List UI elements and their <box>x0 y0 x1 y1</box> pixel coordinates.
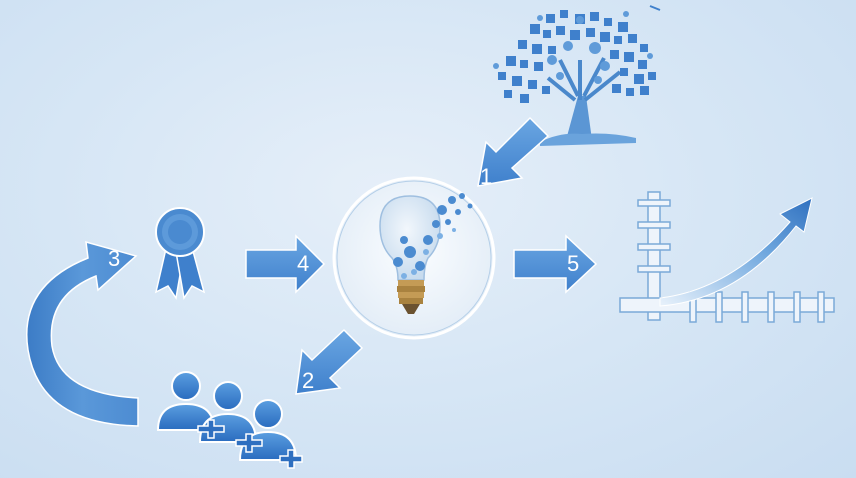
growth-chart-icon <box>619 191 835 323</box>
people-group-icon <box>156 371 303 469</box>
network-tree-icon <box>493 5 661 146</box>
step-3-number: 3 <box>108 246 120 271</box>
arrow-step-1: 1 <box>477 116 550 189</box>
lightbulb-gears-icon <box>332 176 496 340</box>
arrow-step-2: 2 <box>295 328 364 395</box>
arrow-step-5: 5 <box>513 234 598 294</box>
step-5-number: 5 <box>567 251 579 276</box>
arrow-step-4: 4 <box>245 234 326 294</box>
step-2-number: 2 <box>302 368 314 393</box>
step-4-number: 4 <box>297 251 309 276</box>
award-ribbon-icon <box>154 207 206 300</box>
step-1-number: 1 <box>480 164 492 189</box>
arrow-step-3: 3 <box>26 240 139 427</box>
